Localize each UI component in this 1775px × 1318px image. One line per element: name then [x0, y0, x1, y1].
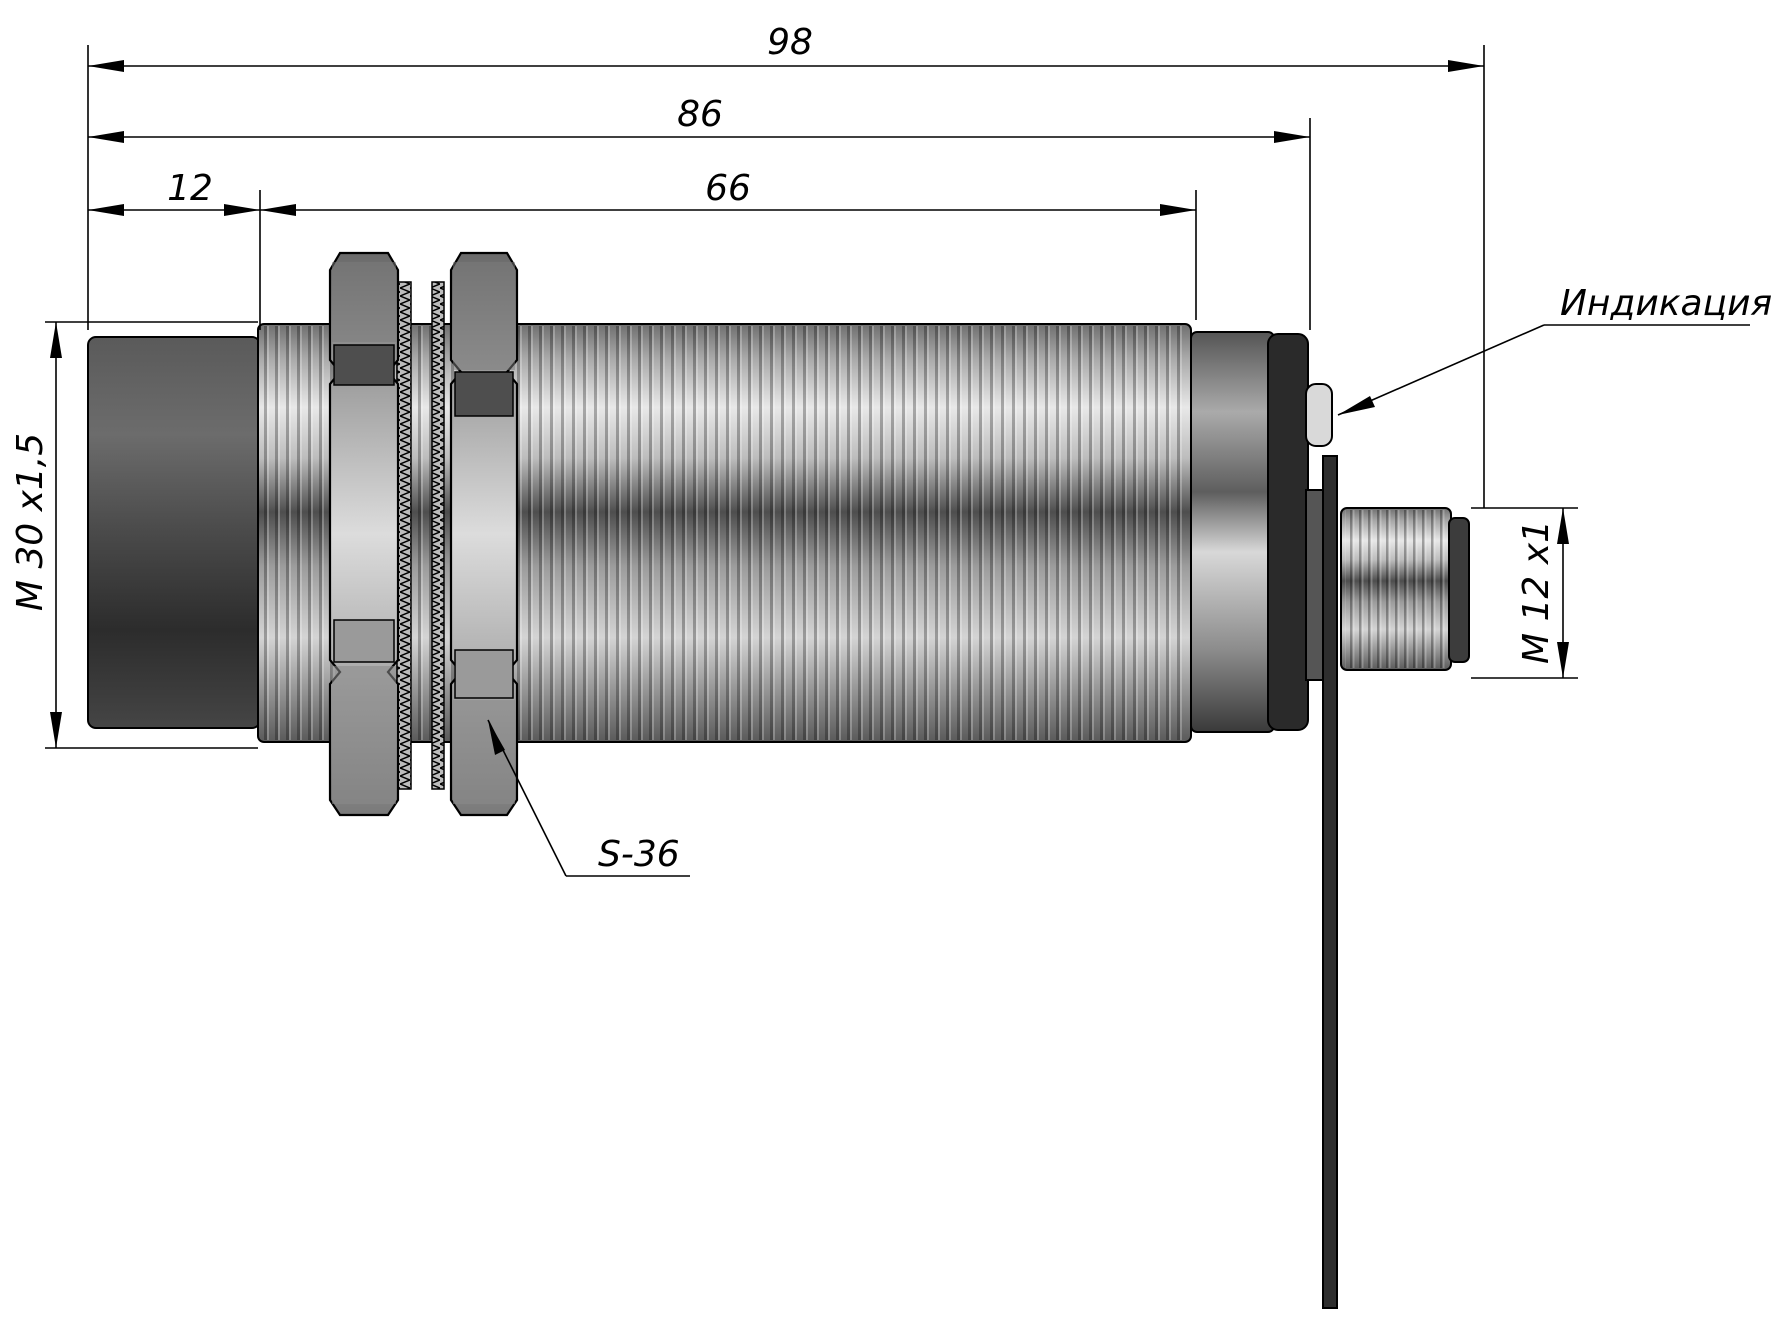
front-cap	[87, 336, 261, 729]
indicator-led	[1305, 383, 1333, 447]
dim-overall-98: 98	[767, 22, 813, 63]
dim-m30-thread: M 30 x1,5	[10, 433, 51, 611]
dim-86: 86	[677, 94, 723, 135]
connector-tip	[1448, 517, 1470, 663]
dim-12: 12	[167, 168, 213, 209]
callout-indication: Индикация	[1560, 283, 1772, 324]
bracket-plate	[1322, 455, 1338, 1309]
end-ring	[1267, 333, 1309, 731]
callout-nut-size: S-36	[598, 834, 680, 875]
dimension-lines	[45, 45, 1750, 877]
sensor-body	[87, 251, 1470, 1309]
nut-left	[328, 251, 400, 817]
dim-66: 66	[705, 168, 751, 209]
rear-collar	[1190, 331, 1275, 733]
nut-right	[449, 251, 519, 817]
dim-m12-thread: M 12 x1	[1516, 520, 1557, 664]
